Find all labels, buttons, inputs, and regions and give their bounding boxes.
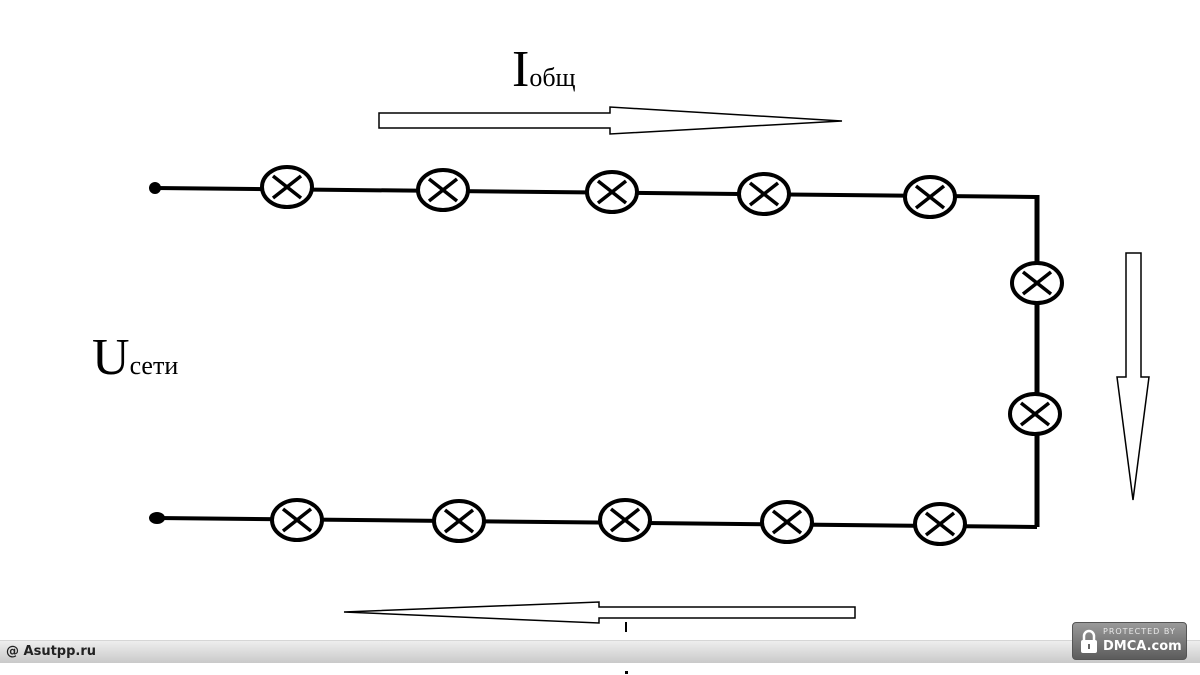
total-current-label: Iобщ: [512, 44, 576, 96]
current-arrow-right: [378, 106, 843, 135]
network-voltage-label: Uсети: [92, 332, 178, 384]
dmca-badge-bottom-text: DMCA.com: [1103, 639, 1182, 654]
dmca-badge-top-text: PROTECTED BY: [1103, 627, 1176, 636]
current-arrow-down: [1116, 252, 1150, 501]
terminal-icon: [149, 182, 161, 194]
current-subscript: общ: [529, 63, 576, 92]
lamp-icon: [598, 498, 652, 542]
site-credit: @ Asutpp.ru: [6, 644, 97, 659]
footer-bar: @ Asutpp.ru: [0, 640, 1200, 663]
lamp-icon: [903, 175, 957, 219]
current-symbol: I: [512, 41, 530, 98]
dmca-badge[interactable]: PROTECTED BY DMCA.com: [1072, 622, 1187, 660]
stray-dot: [625, 671, 628, 674]
lamp-icon: [416, 168, 470, 212]
lamp-icon: [432, 499, 486, 543]
lamp-icon: [1008, 392, 1062, 436]
voltage-symbol: U: [92, 329, 130, 386]
lamp-icon: [760, 500, 814, 544]
terminal-icon: [149, 512, 165, 524]
lamp-icon: [270, 498, 324, 542]
lamp-icon: [913, 502, 967, 546]
lock-icon: [1081, 629, 1097, 653]
lamp-icon: [737, 172, 791, 216]
lamp-icon: [585, 170, 639, 214]
lamp-icon: [1010, 261, 1064, 305]
lamp-icon: [260, 165, 314, 209]
voltage-subscript: сети: [129, 351, 179, 380]
current-arrow-left: [343, 601, 856, 624]
